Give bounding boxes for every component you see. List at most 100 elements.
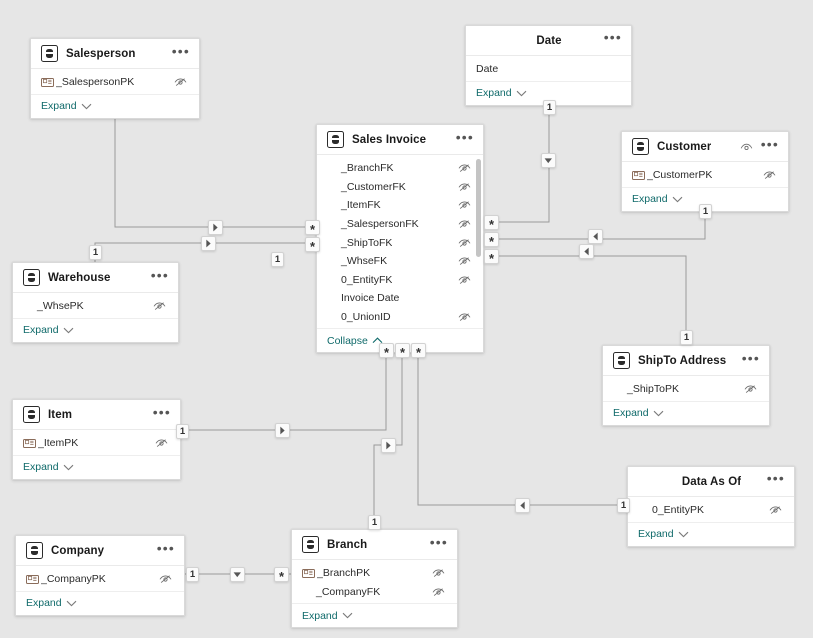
more-options-icon[interactable]: ••• — [152, 403, 171, 420]
field-row[interactable]: _BranchFK — [317, 159, 483, 178]
more-options-icon[interactable]: ••• — [766, 470, 785, 486]
cardinality-badge-one[interactable]: 1 — [186, 567, 199, 582]
field-row[interactable]: 0_EntityPK — [628, 501, 794, 520]
hidden-eye-icon[interactable] — [458, 219, 471, 229]
cardinality-badge-one[interactable]: 1 — [271, 252, 284, 267]
hidden-eye-icon[interactable] — [458, 238, 471, 248]
field-row[interactable]: 0_UnionID — [317, 308, 483, 327]
table-header-shipto-address[interactable]: ShipTo Address••• — [603, 346, 769, 376]
more-options-icon[interactable]: ••• — [171, 42, 190, 59]
cross-filter-arrow-left-icon[interactable] — [579, 244, 594, 259]
more-options-icon[interactable]: ••• — [603, 29, 622, 45]
cross-filter-arrow-right-icon[interactable] — [381, 438, 396, 453]
more-options-icon[interactable]: ••• — [429, 533, 448, 550]
table-card-customer[interactable]: Customer ••• _CustomerPK Expand — [621, 131, 789, 212]
table-header-warehouse[interactable]: Warehouse••• — [13, 263, 178, 293]
cardinality-badge-one[interactable]: 1 — [617, 498, 630, 513]
field-row[interactable]: _ShipToFK — [317, 233, 483, 252]
table-header-customer[interactable]: Customer ••• — [622, 132, 788, 162]
hidden-eye-icon[interactable] — [769, 505, 782, 515]
cross-filter-arrow-down-icon[interactable] — [230, 567, 245, 582]
field-row[interactable]: 0_EntityFK — [317, 271, 483, 290]
field-row[interactable]: _SalespersonFK — [317, 215, 483, 234]
table-card-item[interactable]: Item••• _ItemPK Expand — [12, 399, 181, 480]
expand-button[interactable]: Expand — [622, 186, 788, 211]
cardinality-badge-many[interactable]: * — [484, 249, 499, 265]
field-row[interactable]: Invoice Date — [317, 289, 483, 308]
hidden-eye-icon[interactable] — [458, 182, 471, 192]
field-row[interactable]: Date — [466, 60, 631, 79]
cardinality-badge-one[interactable]: 1 — [368, 515, 381, 530]
cardinality-badge-one[interactable]: 1 — [543, 100, 556, 115]
field-list-scrollbar-thumb[interactable] — [476, 159, 481, 257]
field-row[interactable]: _CustomerPK — [622, 166, 788, 185]
hidden-eye-icon[interactable] — [458, 312, 471, 322]
cross-filter-arrow-right-icon[interactable] — [201, 236, 216, 251]
field-row[interactable]: _CompanyPK — [16, 570, 184, 589]
more-options-icon[interactable]: ••• — [150, 266, 169, 283]
table-card-sales-invoice[interactable]: Sales Invoice••• _BranchFK _CustomerFK _I… — [316, 124, 484, 354]
expand-button[interactable]: Expand — [13, 454, 180, 479]
hidden-eye-icon[interactable] — [744, 384, 757, 394]
hidden-eye-icon[interactable] — [458, 256, 471, 266]
cardinality-badge-one[interactable]: 1 — [680, 330, 693, 345]
field-row[interactable]: _ItemFK — [317, 196, 483, 215]
table-header-item[interactable]: Item••• — [13, 400, 180, 430]
table-header-date[interactable]: Date••• — [466, 26, 631, 56]
hidden-eye-icon[interactable] — [458, 275, 471, 285]
cardinality-badge-many[interactable]: * — [411, 343, 426, 359]
hidden-eye-icon[interactable] — [458, 200, 471, 210]
cardinality-badge-many[interactable]: * — [305, 220, 320, 236]
more-options-icon[interactable]: ••• — [760, 135, 779, 152]
field-row[interactable]: _BranchPK — [292, 564, 457, 583]
cardinality-badge-many[interactable]: * — [395, 343, 410, 359]
field-row[interactable]: _ItemPK — [13, 434, 180, 453]
expand-button[interactable]: Expand — [31, 93, 199, 118]
expand-button[interactable]: Expand — [16, 590, 184, 615]
cross-filter-arrow-left-icon[interactable] — [588, 229, 603, 244]
hidden-eye-icon[interactable] — [174, 77, 187, 87]
field-row[interactable]: _SalespersonPK — [31, 73, 199, 92]
field-row[interactable]: _CustomerFK — [317, 178, 483, 197]
cardinality-badge-one[interactable]: 1 — [176, 424, 189, 439]
table-header-data-as-of[interactable]: Data As Of••• — [628, 467, 794, 497]
cardinality-badge-many[interactable]: * — [379, 343, 394, 359]
cardinality-badge-one[interactable]: 1 — [89, 245, 102, 260]
eye-icon[interactable] — [740, 142, 753, 152]
cardinality-badge-one[interactable]: 1 — [699, 204, 712, 219]
more-options-icon[interactable]: ••• — [455, 128, 474, 145]
table-card-shipto-address[interactable]: ShipTo Address••• _ShipToPK Expand — [602, 345, 770, 426]
hidden-eye-icon[interactable] — [763, 170, 776, 180]
hidden-eye-icon[interactable] — [159, 574, 172, 584]
table-card-salesperson[interactable]: Salesperson•••_SalespersonPK Expand — [30, 38, 200, 119]
table-card-company[interactable]: Company••• _CompanyPK Expand — [15, 535, 185, 616]
cross-filter-arrow-down-icon[interactable] — [541, 153, 556, 168]
hidden-eye-icon[interactable] — [458, 163, 471, 173]
cardinality-badge-many[interactable]: * — [274, 567, 289, 583]
expand-button[interactable]: Expand — [292, 603, 457, 627]
expand-button[interactable]: Expand — [628, 521, 794, 546]
field-row[interactable]: _ShipToPK — [603, 380, 769, 399]
table-card-warehouse[interactable]: Warehouse•••_WhsePK Expand — [12, 262, 179, 343]
table-header-company[interactable]: Company••• — [16, 536, 184, 566]
hidden-eye-icon[interactable] — [153, 301, 166, 311]
table-header-sales-invoice[interactable]: Sales Invoice••• — [317, 125, 483, 155]
expand-button[interactable]: Expand — [603, 400, 769, 425]
more-options-icon[interactable]: ••• — [741, 349, 760, 366]
hidden-eye-icon[interactable] — [155, 438, 168, 448]
expand-button[interactable]: Expand — [13, 317, 178, 342]
expand-button[interactable]: Expand — [466, 80, 631, 105]
cross-filter-arrow-right-icon[interactable] — [208, 220, 223, 235]
field-row[interactable]: _WhseFK — [317, 252, 483, 271]
table-card-data-as-of[interactable]: Data As Of••• 0_EntityPK Expand — [627, 466, 795, 547]
hidden-eye-icon[interactable] — [432, 587, 445, 597]
cardinality-badge-many[interactable]: * — [484, 215, 499, 231]
collapse-button[interactable]: Collapse — [317, 328, 483, 352]
table-header-branch[interactable]: Branch••• — [292, 530, 457, 560]
cardinality-badge-many[interactable]: * — [305, 237, 320, 253]
more-options-icon[interactable]: ••• — [156, 539, 175, 556]
cardinality-badge-many[interactable]: * — [484, 232, 499, 248]
field-row[interactable]: _CompanyFK — [292, 583, 457, 602]
